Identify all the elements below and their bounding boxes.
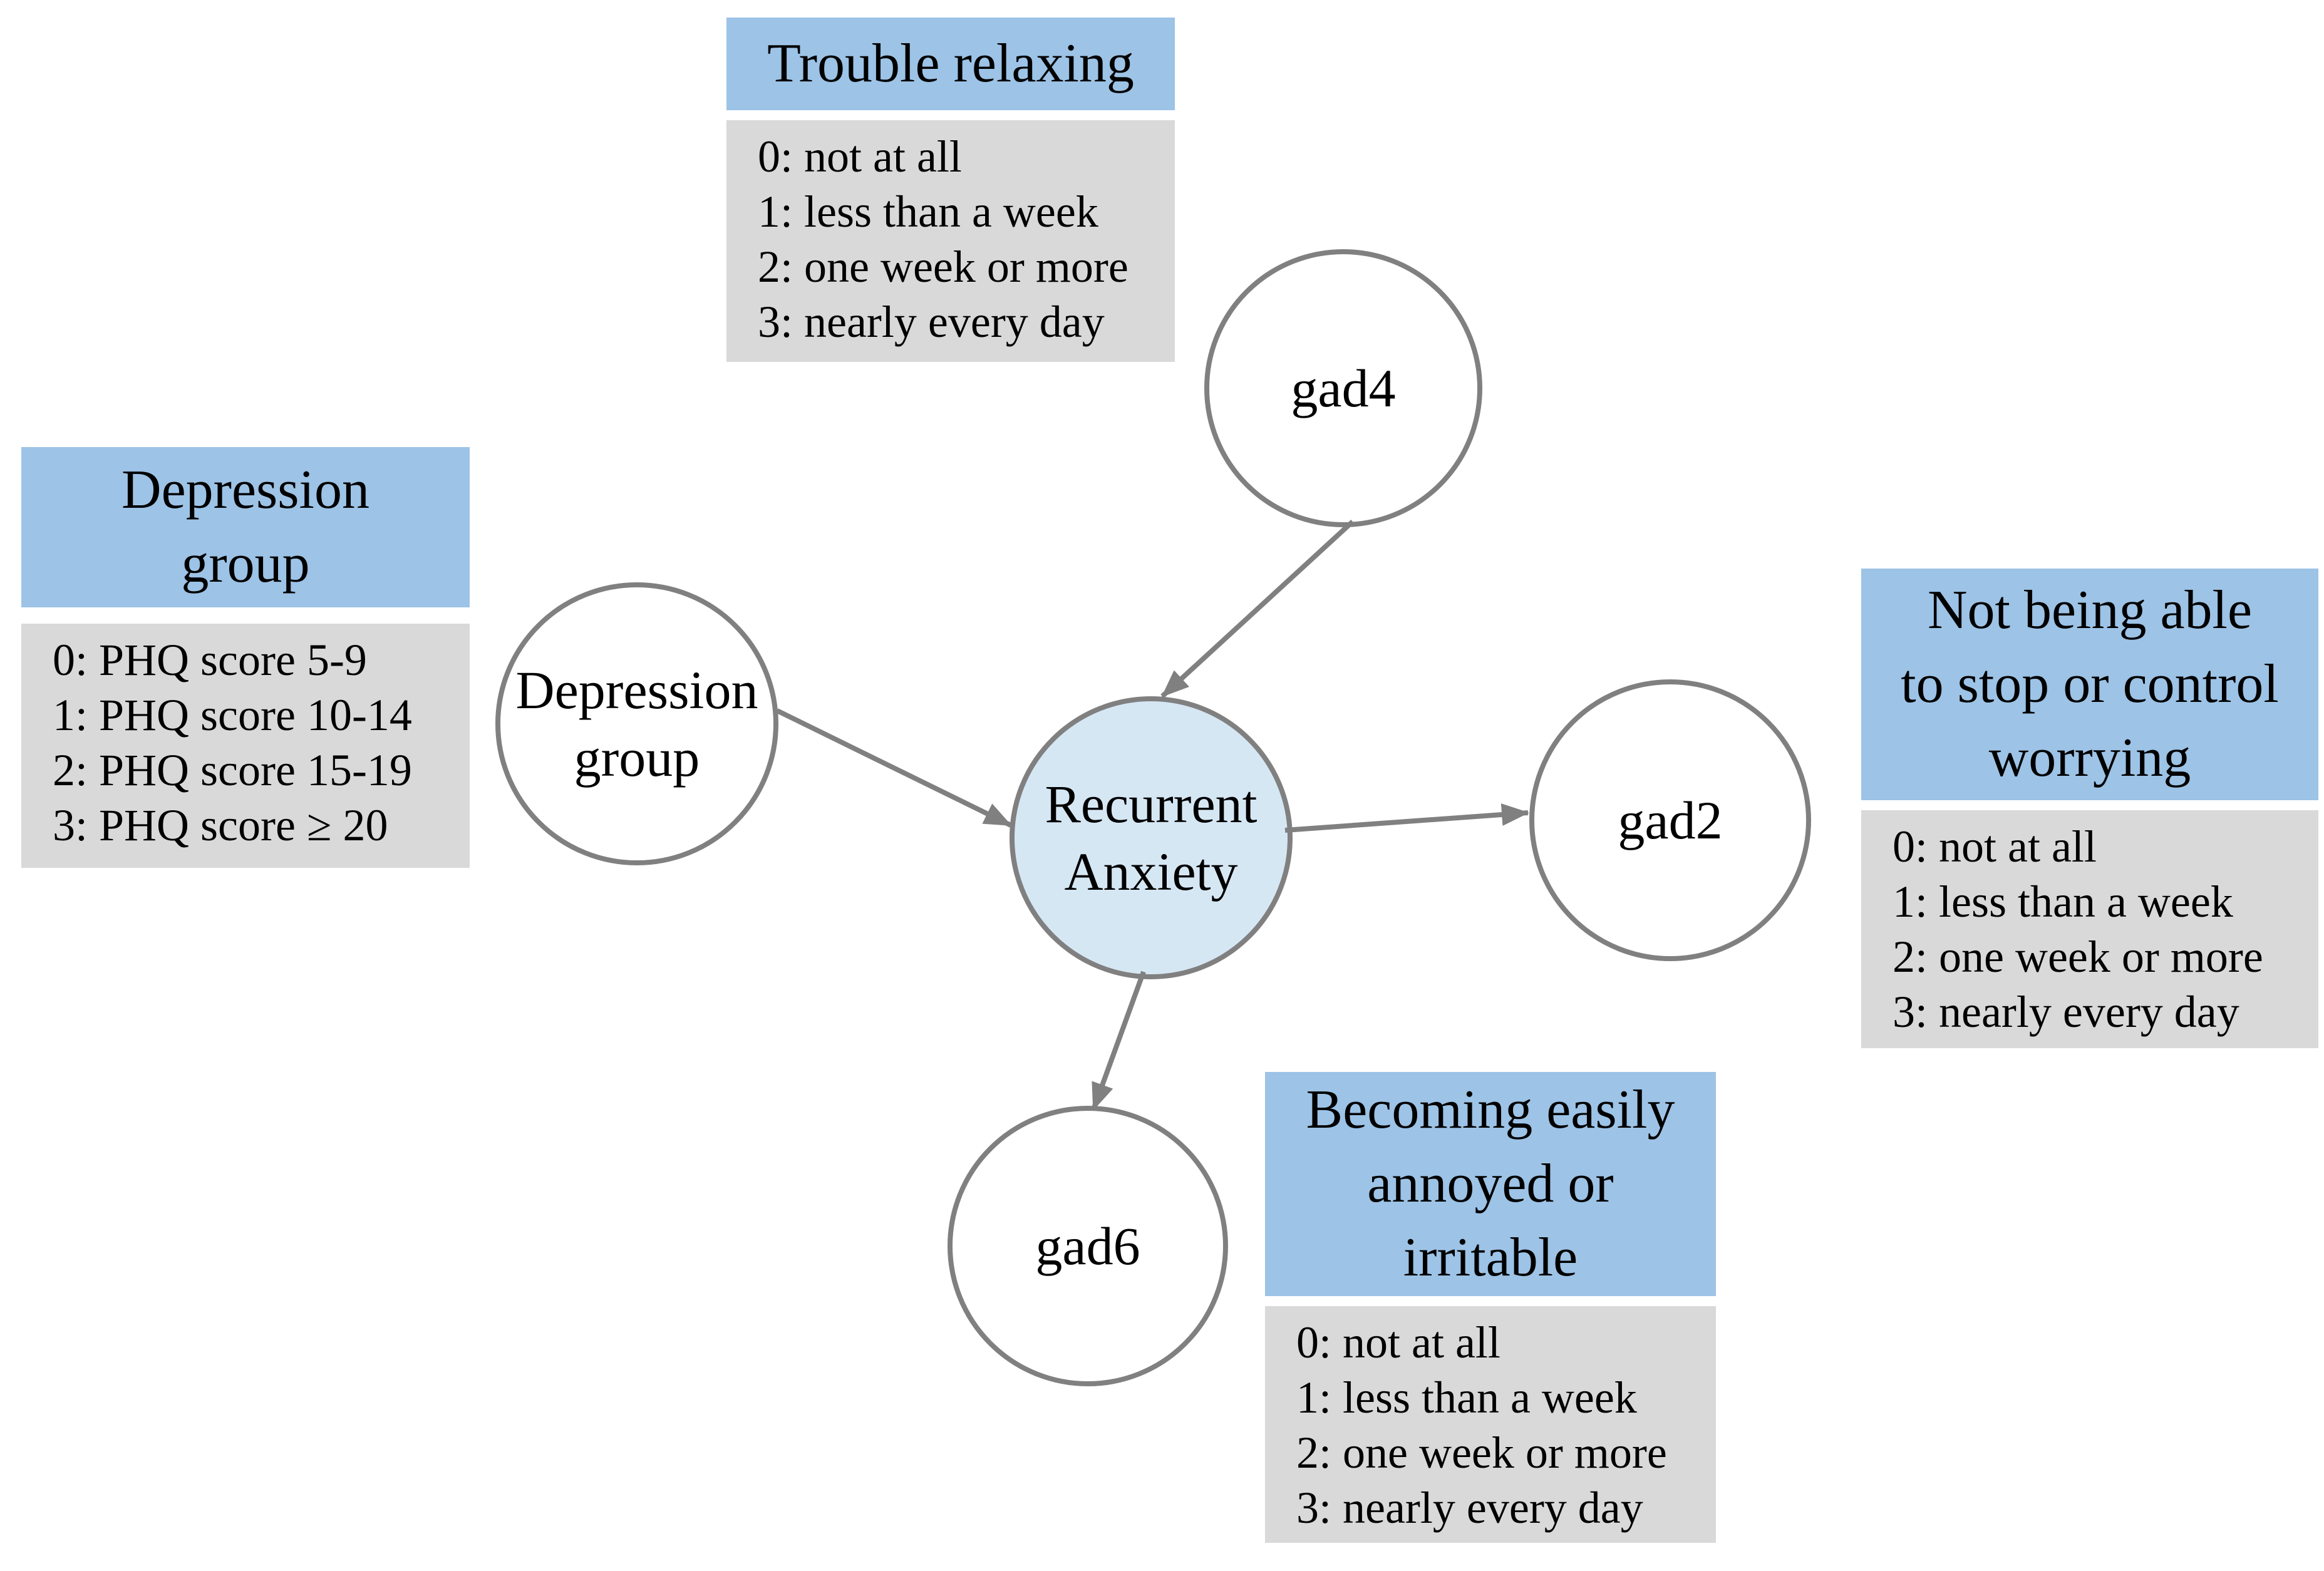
legend-item: 0: not at all xyxy=(1296,1317,1500,1368)
legend-trouble-relaxing: Trouble relaxing 0: not at all 1: less t… xyxy=(726,18,1175,362)
legend-item: 2: one week or more xyxy=(1893,932,2263,982)
legend-title-annoyed-irritable: Becoming easily annoyed or irritable xyxy=(1265,1072,1716,1296)
node-circle-gad2 xyxy=(1529,679,1811,961)
legend-body-depression-group: 0: PHQ score 5-9 1: PHQ score 10-14 2: P… xyxy=(21,624,470,868)
edge-depression-to-anxiety xyxy=(776,708,1012,828)
edge-anxiety-to-gad6 xyxy=(1091,971,1146,1111)
legend-item: 1: less than a week xyxy=(1893,877,2233,927)
legend-item: 3: PHQ score ≥ 20 xyxy=(53,800,388,850)
legend-item: 1: less than a week xyxy=(758,187,1098,237)
legend-depression-group: Depression group 0: PHQ score 5-9 1: PHQ… xyxy=(21,447,470,868)
legend-item: 3: nearly every day xyxy=(1296,1483,1643,1533)
legend-item: 2: one week or more xyxy=(758,242,1128,292)
legend-item: 1: PHQ score 10-14 xyxy=(53,690,412,740)
edge-gad4-to-anxiety xyxy=(1160,520,1355,698)
legend-title-depression-group: Depression group xyxy=(21,447,470,607)
legend-item: 0: not at all xyxy=(758,131,962,182)
edge-anxiety-to-gad2 xyxy=(1284,803,1529,833)
legend-body-annoyed-irritable: 0: not at all 1: less than a week 2: one… xyxy=(1265,1306,1716,1543)
node-circle-depression-group xyxy=(495,582,778,865)
legend-item: 3: nearly every day xyxy=(758,297,1105,347)
legend-item: 0: not at all xyxy=(1893,822,2097,872)
legend-body-trouble-relaxing: 0: not at all 1: less than a week 2: one… xyxy=(726,120,1175,362)
legend-title-stop-worrying: Not being able to stop or control worryi… xyxy=(1861,569,2318,800)
legend-item: 0: PHQ score 5-9 xyxy=(53,635,367,685)
legend-item: 2: PHQ score 15-19 xyxy=(53,745,412,795)
legend-body-stop-worrying: 0: not at all 1: less than a week 2: one… xyxy=(1861,810,2318,1048)
legend-stop-worrying: Not being able to stop or control worryi… xyxy=(1861,569,2318,1048)
legend-annoyed-irritable: Becoming easily annoyed or irritable 0: … xyxy=(1265,1072,1716,1544)
node-circle-gad6 xyxy=(948,1106,1228,1386)
legend-item: 3: nearly every day xyxy=(1893,987,2239,1037)
node-circle-gad4 xyxy=(1204,249,1482,527)
legend-title-trouble-relaxing: Trouble relaxing xyxy=(726,18,1175,110)
node-circle-recurrent-anxiety xyxy=(1010,696,1293,979)
legend-item: 2: one week or more xyxy=(1296,1428,1667,1478)
legend-item: 1: less than a week xyxy=(1296,1373,1637,1423)
